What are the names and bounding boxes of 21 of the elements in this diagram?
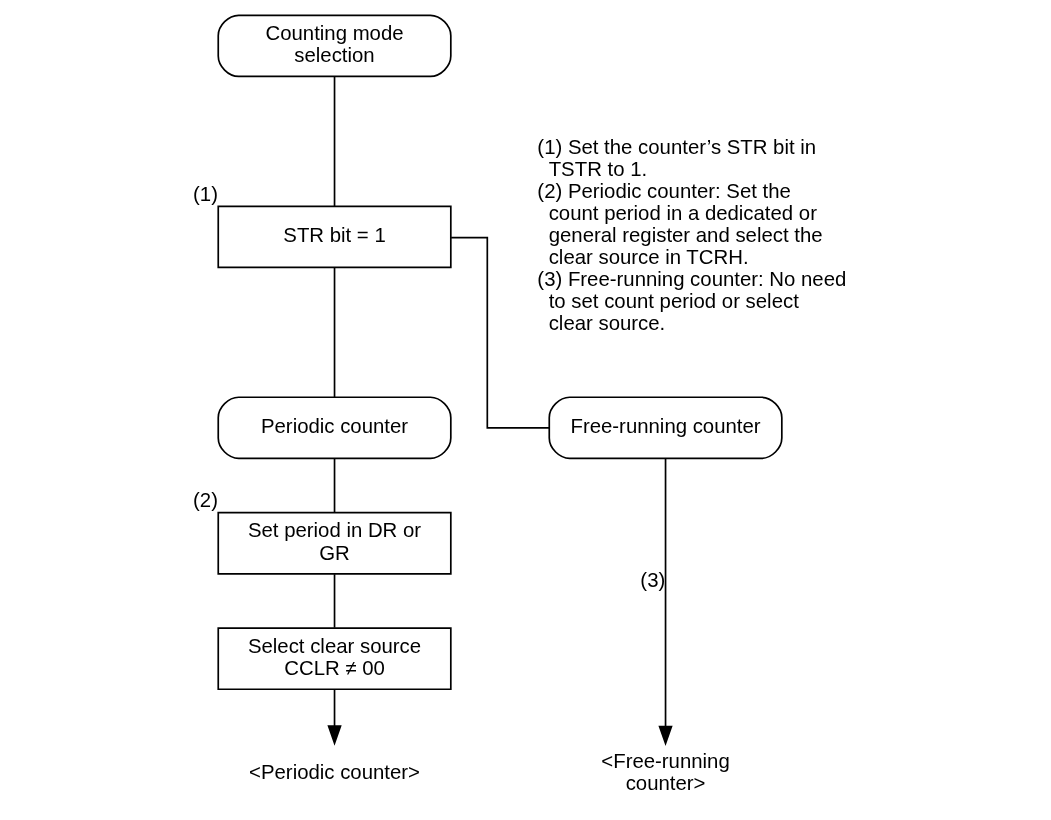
node-box: Counting mode selection — [217, 14, 452, 78]
node-label: (2) — [193, 488, 218, 511]
connector — [333, 266, 336, 399]
arrow — [658, 457, 673, 747]
connector — [450, 236, 550, 429]
node-box: Set period in DR or GR — [217, 511, 452, 575]
node-box: STR bit = 1 — [217, 205, 452, 269]
node-box: Select clear source CCLR ≠ 00 — [217, 627, 452, 691]
label: (1) Set the counter’s STR bit in TSTR to 1. — [537, 135, 817, 180]
connector — [333, 573, 336, 629]
node-box: Periodic counter — [217, 396, 452, 460]
arrow — [327, 688, 342, 746]
node-text: <Free-running counter> — [601, 750, 730, 795]
label: (3) Free-running counter: No need to set count period or select clear source. — [537, 268, 847, 335]
node-label: (1) — [193, 182, 218, 205]
label: (2) Periodic counter: Set the count period in a dedicated or general register and select the clear source in TCRH. — [537, 179, 823, 269]
connector — [333, 457, 336, 514]
connector — [333, 75, 336, 208]
node-box: Free-running counter — [548, 396, 783, 460]
edge-label: (3) — [640, 568, 666, 591]
node-text: <Periodic counter> — [249, 761, 420, 784]
